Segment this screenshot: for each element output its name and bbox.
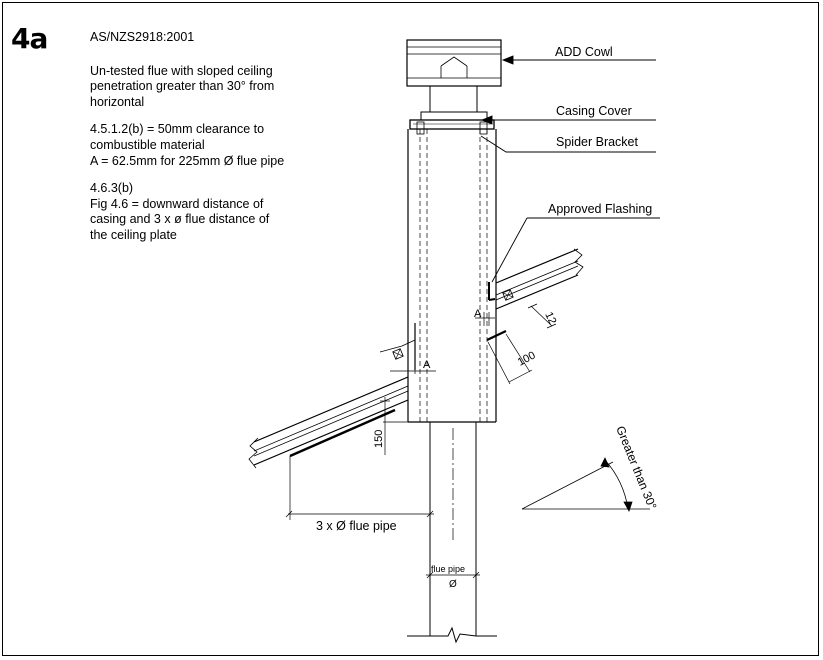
note-standard: AS/NZS2918:2001 xyxy=(90,30,195,44)
label-casing-cover: Casing Cover xyxy=(556,104,632,118)
dim-150: 150 xyxy=(373,430,385,448)
label-add-cowl: ADD Cowl xyxy=(555,45,613,59)
dim-a-right: A xyxy=(474,308,482,320)
note-ref-line4: the ceiling plate xyxy=(90,227,177,242)
leader-lines xyxy=(480,55,660,283)
dim-100: 100 xyxy=(516,349,538,368)
angle-label: Greater than 30° xyxy=(613,424,659,512)
flue-casing xyxy=(407,129,497,423)
dim-flue-pipe: flue pipe xyxy=(431,564,465,574)
note-clearance: 4.5.1.2(b) = 50mm clearance to combustib… xyxy=(90,122,380,169)
cowl xyxy=(406,39,502,112)
notes-block: AS/NZS2918:2001 Un-tested flue with slop… xyxy=(90,30,380,256)
ceiling-right xyxy=(486,248,584,341)
note-description: Un-tested flue with sloped ceiling penet… xyxy=(90,64,380,111)
note-reference: 4.6.3(b) Fig 4.6 = downward distance of … xyxy=(90,181,380,243)
note-desc-line3: horizontal xyxy=(90,94,145,109)
ceiling-left xyxy=(248,323,416,469)
note-clear-line1: 4.5.1.2(b) = 50mm clearance to xyxy=(90,122,265,137)
note-ref-line2: Fig 4.6 = downward distance of xyxy=(90,196,264,211)
dimensions xyxy=(285,303,557,579)
note-desc-line2: penetration greater than 30° from xyxy=(90,79,275,94)
figure-number: 4a xyxy=(11,22,48,55)
note-clear-line3: A = 62.5mm for 225mm Ø flue pipe xyxy=(90,153,285,168)
dim-3x-flue: 3 x Ø flue pipe xyxy=(316,519,397,533)
note-clear-line2: combustible material xyxy=(90,137,205,152)
label-spider-bracket: Spider Bracket xyxy=(556,135,639,149)
label-approved-flashing: Approved Flashing xyxy=(548,202,652,216)
note-desc-line1: Un-tested flue with sloped ceiling xyxy=(90,63,273,78)
flue-pipe-below xyxy=(407,422,497,644)
note-ref-line3: casing and 3 x ø flue distance of xyxy=(90,212,270,227)
angle-indicator xyxy=(521,457,650,512)
dim-12: 12 xyxy=(542,310,558,326)
dim-phi: Ø xyxy=(449,579,457,590)
casing-cover xyxy=(409,111,495,135)
note-ref-line1: 4.6.3(b) xyxy=(90,181,134,196)
dim-a-left: A xyxy=(423,359,431,371)
